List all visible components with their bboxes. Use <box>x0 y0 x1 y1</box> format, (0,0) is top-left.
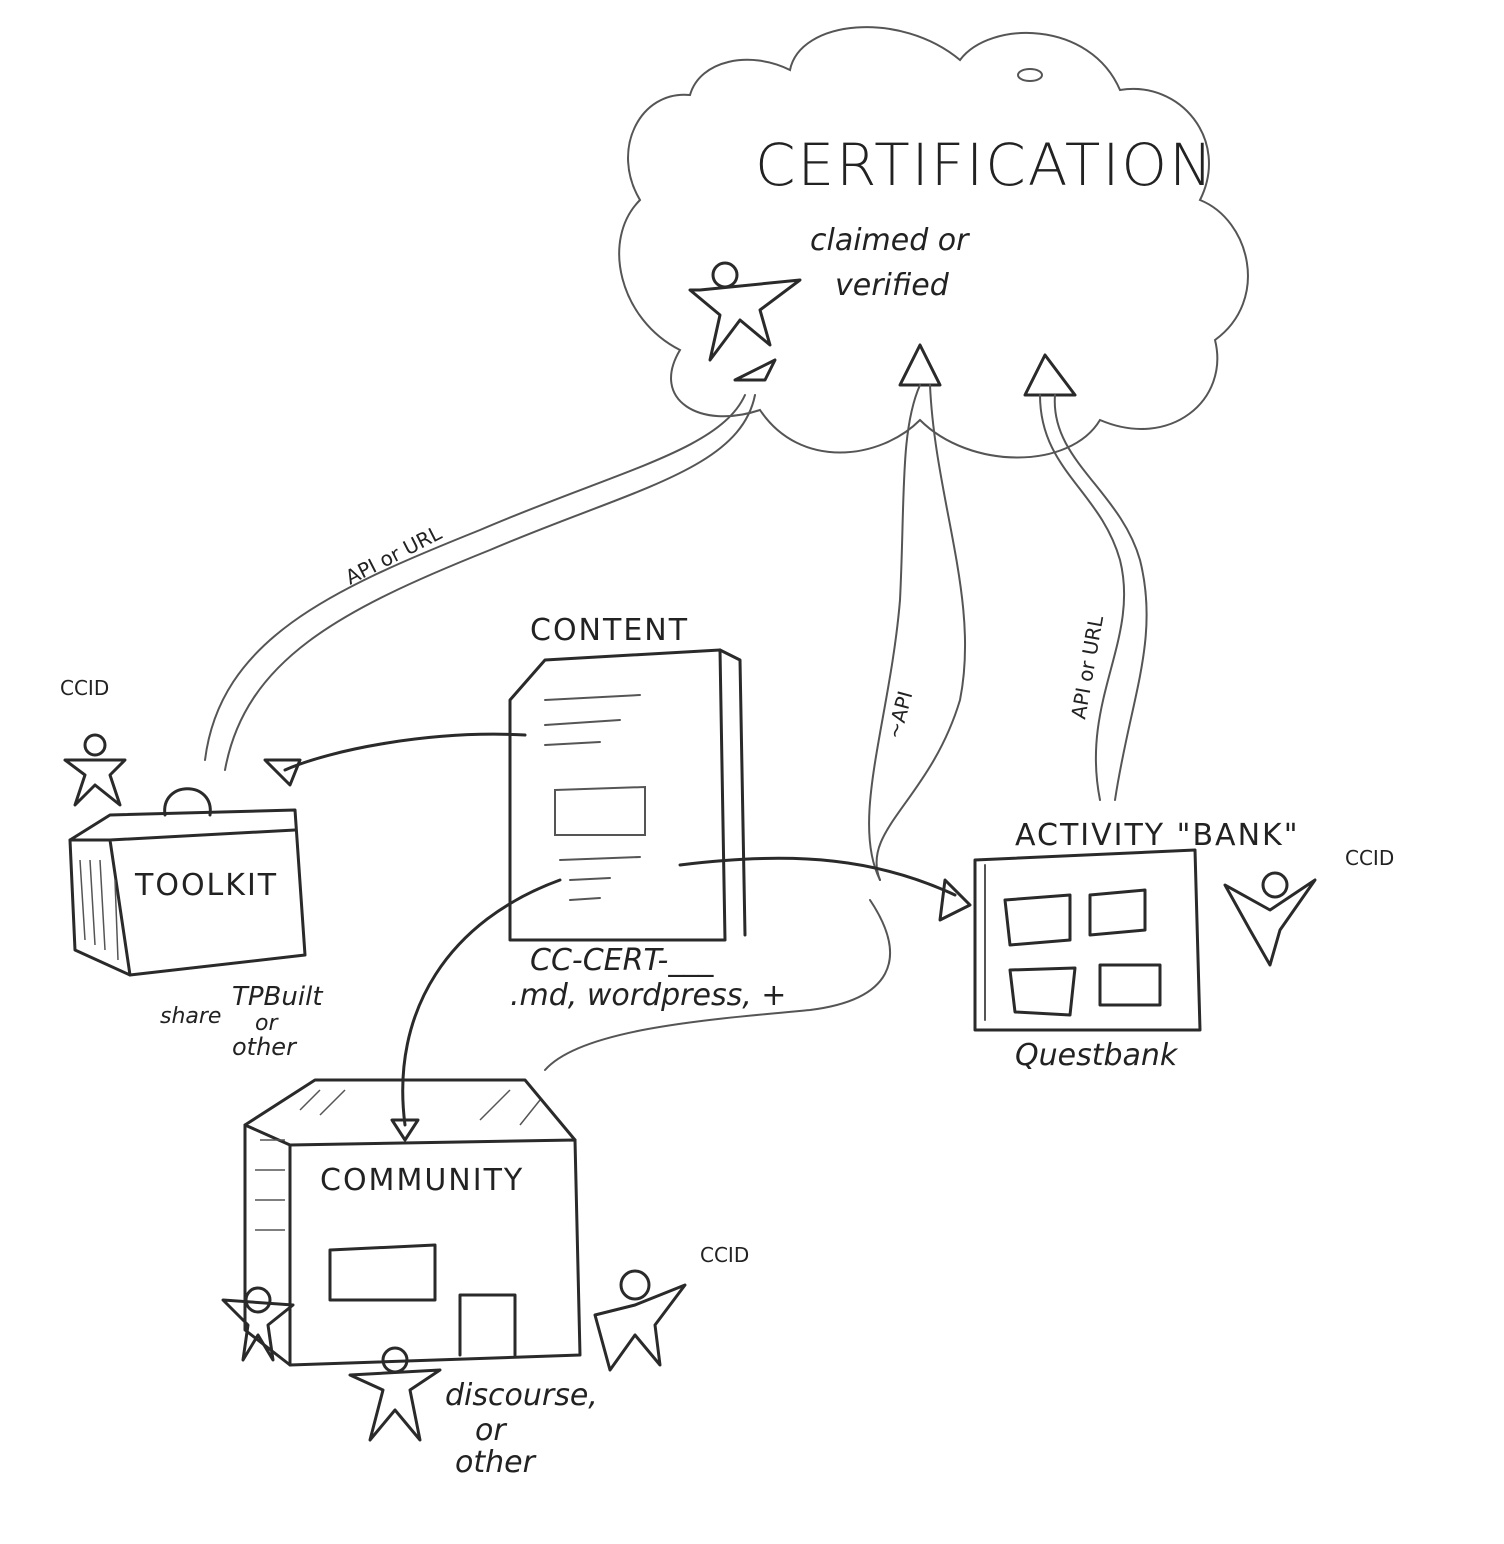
cloud-port-icon <box>733 358 777 382</box>
person-star-icon <box>593 1269 687 1372</box>
arrow-content-to-activity <box>678 856 957 897</box>
arrow-head-icon <box>938 878 972 922</box>
content-document <box>508 648 747 942</box>
toolkit-builder-1: TPBuilt <box>232 982 323 1012</box>
certification-line1: claimed or <box>810 223 970 258</box>
person-star-icon <box>688 261 802 362</box>
content-api-pipe <box>875 384 967 881</box>
toolkit-ccid: CCID <box>60 676 109 700</box>
activity-pipe <box>1053 394 1148 801</box>
toolkit-builder-2: or <box>255 1011 279 1036</box>
toolkit-builder-3: other <box>232 1033 298 1061</box>
community-building <box>243 1078 582 1367</box>
person-star-icon <box>63 733 127 807</box>
toolkit-link-label: API or URL <box>341 520 446 589</box>
community-platform-1: discourse, <box>445 1378 598 1413</box>
toolkit-title: TOOLKIT <box>134 868 278 903</box>
certification-title: CERTIFICATION <box>755 131 1214 199</box>
activity-pipe <box>1039 394 1125 801</box>
cloud-port-icon <box>1023 353 1077 397</box>
community-api-pipe <box>544 899 891 1071</box>
content-api-pipe <box>868 384 921 881</box>
activity-bank-platform: Questbank <box>1015 1038 1179 1073</box>
toolkit-share: share <box>160 1004 221 1029</box>
community-ccid: CCID <box>700 1243 749 1267</box>
toolkit-box <box>68 787 307 977</box>
certification-cloud <box>618 26 1249 459</box>
toolkit-pipe <box>204 394 746 761</box>
community-platform-3: other <box>455 1445 537 1480</box>
community-title: COMMUNITY <box>320 1163 524 1198</box>
activity-bank-ccid: CCID <box>1345 846 1394 870</box>
content-title: CONTENT <box>530 613 689 648</box>
person-star-icon <box>348 1346 442 1442</box>
content-formats: .md, wordpress, + <box>510 978 786 1013</box>
community-platform-2: or <box>475 1413 507 1448</box>
arrow-content-to-toolkit <box>283 732 527 772</box>
activity-bank-board <box>973 848 1202 1032</box>
cloud-bubble <box>1017 68 1043 82</box>
person-star-icon <box>221 1286 295 1362</box>
toolkit-pipe <box>224 394 756 771</box>
content-cert-code: CC-CERT-___ <box>530 943 714 978</box>
arrow-head-icon <box>263 758 302 787</box>
certification-line2: verified <box>835 268 950 303</box>
arrow-head-icon <box>390 1118 420 1142</box>
cloud-port-icon <box>898 343 942 387</box>
person-star-icon <box>1223 871 1317 967</box>
activity-bank-title: ACTIVITY "BANK" <box>1015 818 1300 853</box>
